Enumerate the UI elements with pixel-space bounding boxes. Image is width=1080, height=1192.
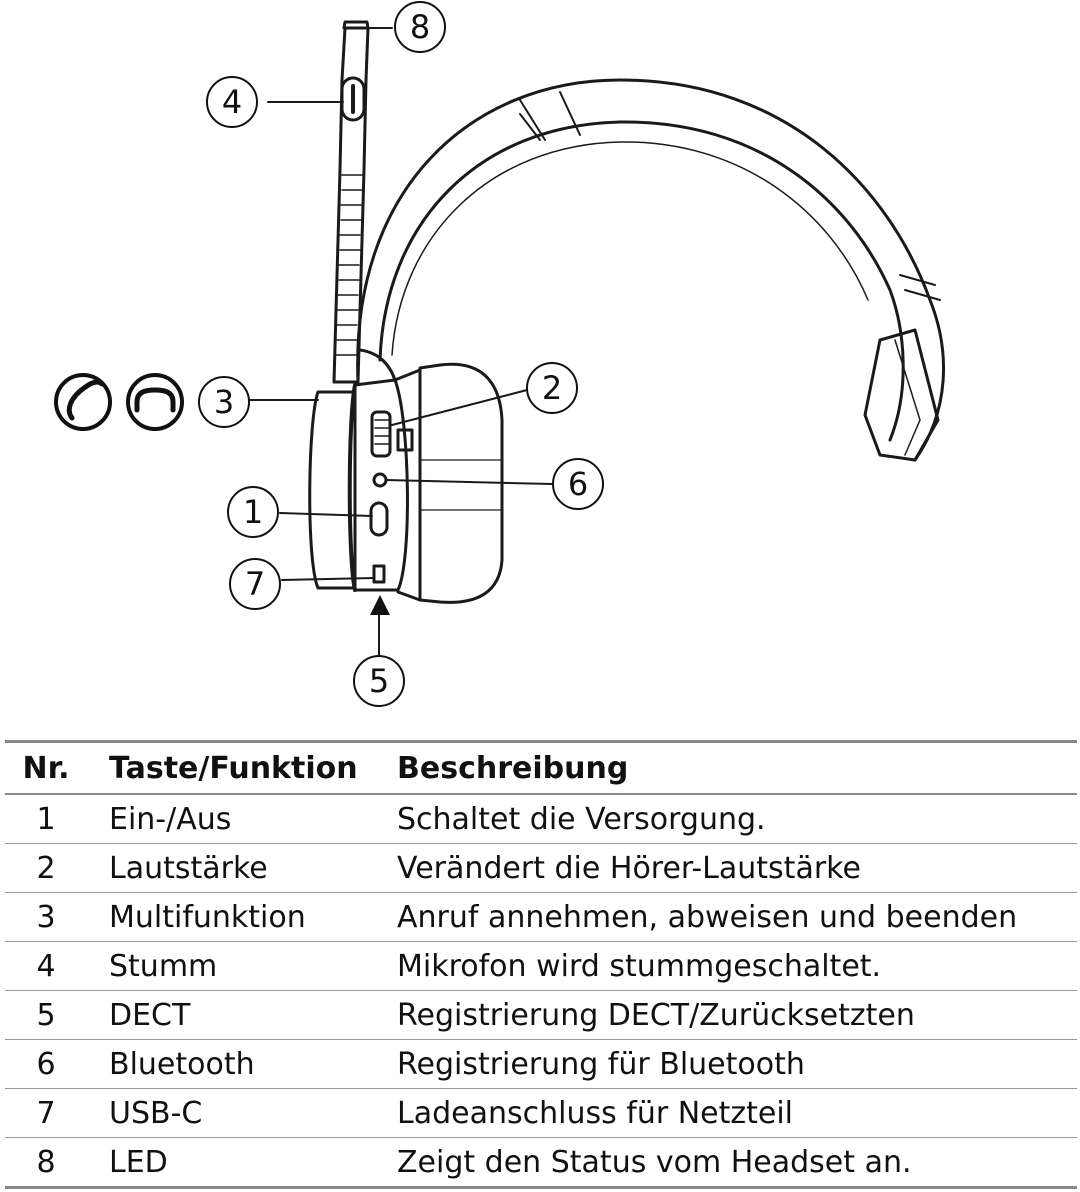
callout-circle-1 — [227, 486, 279, 538]
row-desc: Verändert die Hörer-Lautstärke — [397, 850, 861, 886]
volume-rocker — [370, 410, 392, 458]
row-key: USB-C — [109, 1095, 203, 1131]
row-nr: 8 — [36, 1144, 56, 1180]
table-row: 2 Lautstärke Verändert die Hörer-Lautstä… — [5, 844, 1077, 893]
table-row: 3 Multifunktion Anruf annehmen, abweisen… — [5, 893, 1077, 942]
row-desc: Ladeanschluss für Netzteil — [397, 1095, 794, 1131]
function-table: Nr. Taste/Funktion Beschreibung 1 Ein-/A… — [5, 740, 1077, 1189]
callout-label-7: 7 — [245, 565, 265, 603]
callout-label-6: 6 — [568, 465, 588, 503]
callout-label-4: 4 — [222, 83, 242, 121]
row-nr: 2 — [36, 850, 56, 886]
row-desc: Anruf annehmen, abweisen und beenden — [397, 899, 1018, 935]
callout-circle-7 — [229, 558, 281, 610]
callout-circle-8 — [394, 1, 446, 53]
row-key: Bluetooth — [109, 1046, 255, 1082]
ear-cup — [308, 348, 422, 602]
row-nr: 3 — [36, 899, 56, 935]
bluetooth-button-shape — [372, 472, 388, 488]
header-key: Taste/Funktion — [109, 750, 358, 786]
row-nr: 4 — [36, 948, 56, 984]
callout-circle-4 — [206, 76, 258, 128]
row-desc: Mikrofon wird stummgeschaltet. — [397, 948, 882, 984]
power-switch — [369, 501, 389, 537]
row-key: LED — [109, 1144, 168, 1180]
phone-handset-icon — [54, 373, 112, 431]
callout-circle-5 — [353, 655, 405, 707]
callout-label-2: 2 — [542, 369, 562, 407]
callout-label-8: 8 — [410, 8, 430, 46]
header-nr: Nr. — [22, 750, 70, 786]
row-desc: Registrierung DECT/Zurücksetzten — [397, 997, 915, 1033]
headband — [356, 78, 946, 462]
row-key: DECT — [109, 997, 191, 1033]
table-row: 6 Bluetooth Registrierung für Bluetooth — [5, 1040, 1077, 1089]
hang-up-icon — [126, 373, 184, 431]
usb-c-port — [372, 564, 386, 584]
table-header-row: Nr. Taste/Funktion Beschreibung — [5, 741, 1077, 794]
row-desc: Schaltet die Versorgung. — [397, 801, 766, 837]
ear-pad — [418, 362, 504, 604]
callout-circle-2 — [526, 362, 578, 414]
callout-label-3: 3 — [214, 383, 234, 421]
row-nr: 5 — [36, 997, 56, 1033]
microphone-boom — [332, 20, 370, 384]
table-row: 1 Ein-/Aus Schaltet die Versorgung. — [5, 794, 1077, 844]
row-key: Ein-/Aus — [109, 801, 232, 837]
row-nr: 7 — [36, 1095, 56, 1131]
headset-diagram: 1 2 3 4 5 6 7 8 — [54, 1, 946, 707]
table-row: 8 LED Zeigt den Status vom Headset an. — [5, 1138, 1077, 1188]
table-row: 5 DECT Registrierung DECT/Zurücksetzten — [5, 991, 1077, 1040]
table-row: 4 Stumm Mikrofon wird stummgeschaltet. — [5, 942, 1077, 991]
row-desc: Zeigt den Status vom Headset an. — [397, 1144, 912, 1180]
row-key: Lautstärke — [109, 850, 268, 886]
callout-label-1: 1 — [243, 493, 263, 531]
row-key: Multifunktion — [109, 899, 306, 935]
table-row: 7 USB-C Ladeanschluss für Netzteil — [5, 1089, 1077, 1138]
callout-circle-6 — [552, 458, 604, 510]
callout-circle-3 — [198, 376, 250, 428]
row-nr: 1 — [36, 801, 56, 837]
header-desc: Beschreibung — [397, 750, 629, 786]
row-key: Stumm — [109, 948, 218, 984]
callout-label-5: 5 — [369, 662, 389, 700]
row-desc: Registrierung für Bluetooth — [397, 1046, 805, 1082]
row-nr: 6 — [36, 1046, 56, 1082]
